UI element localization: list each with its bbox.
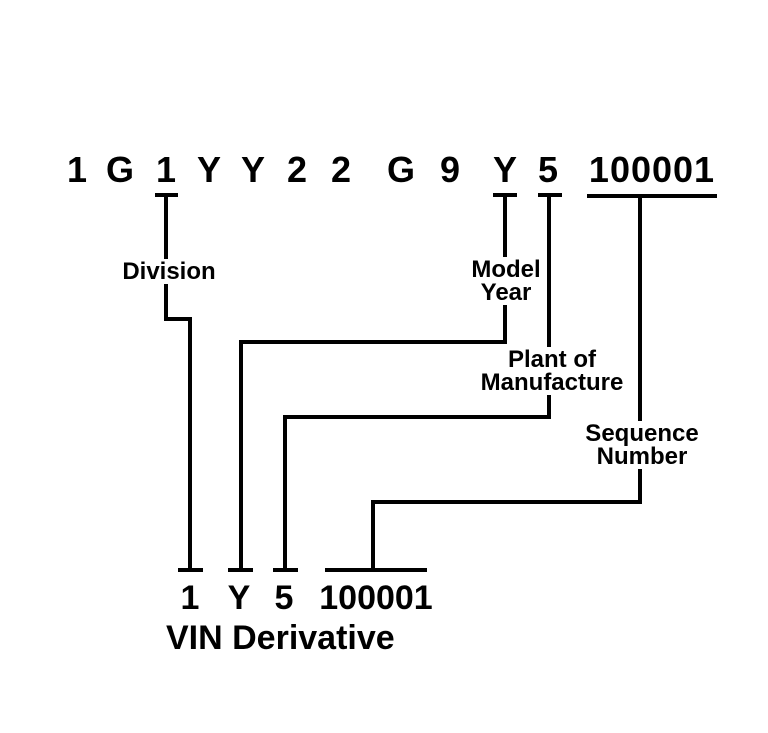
vin-char-pos8: G: [386, 149, 416, 190]
vin-sequence-number: 100001: [588, 149, 716, 190]
plant-label-line1: Plant of: [508, 346, 596, 373]
derivative-tick-2: [228, 568, 253, 572]
derivative-tick-3: [273, 568, 298, 572]
model-year-label: Model Year: [468, 256, 544, 306]
division-line-jog: [164, 317, 192, 321]
division-line-upper: [164, 196, 168, 321]
plant-tick: [538, 193, 562, 197]
division-label: Division: [119, 258, 219, 285]
model-year-tick: [493, 193, 517, 197]
sequence-line-lower: [371, 500, 375, 572]
vin-char-pos3: 1: [155, 149, 177, 190]
vin-char-pos5: Y: [240, 149, 266, 190]
sequence-line-upper: [638, 197, 642, 504]
derivative-char-5: 5: [274, 579, 294, 617]
vin-char-pos7: 2: [330, 149, 352, 190]
sequence-number-label: Sequence Number: [582, 420, 702, 470]
vin-char-pos2: G: [105, 149, 135, 190]
vin-char-pos11: 5: [537, 149, 559, 190]
plant-line-lower: [283, 415, 287, 572]
vin-char-pos10: Y: [492, 149, 518, 190]
model-year-line-lower: [239, 340, 243, 572]
vin-char-pos4: Y: [196, 149, 222, 190]
vin-char-pos9: 9: [439, 149, 461, 190]
sequence-underline: [587, 194, 717, 198]
plant-of-manufacture-label: Plant of Manufacture: [477, 346, 627, 396]
model-year-label-line2: Year: [480, 279, 532, 306]
sequence-line-horizontal: [371, 500, 642, 504]
plant-label-line2: Manufacture: [480, 369, 624, 396]
vin-derivative-caption: VIN Derivative: [166, 619, 395, 657]
derivative-char-1: 1: [180, 579, 200, 617]
division-label-text: Division: [122, 258, 216, 285]
derivative-tick-sequence: [325, 568, 427, 572]
derivative-char-y: Y: [227, 579, 251, 617]
sequence-label-line2: Number: [596, 443, 688, 470]
model-year-label-line1: Model: [471, 256, 541, 283]
plant-line-horizontal: [283, 415, 551, 419]
plant-line-upper: [547, 196, 551, 419]
model-year-line-horizontal: [239, 340, 507, 344]
sequence-label-line1: Sequence: [585, 420, 699, 447]
division-line-lower: [188, 317, 192, 572]
derivative-sequence-number: 100001: [319, 579, 433, 617]
vin-char-pos6: 2: [286, 149, 308, 190]
derivative-tick-1: [178, 568, 203, 572]
division-tick: [155, 193, 178, 197]
vin-char-pos1: 1: [66, 149, 88, 190]
